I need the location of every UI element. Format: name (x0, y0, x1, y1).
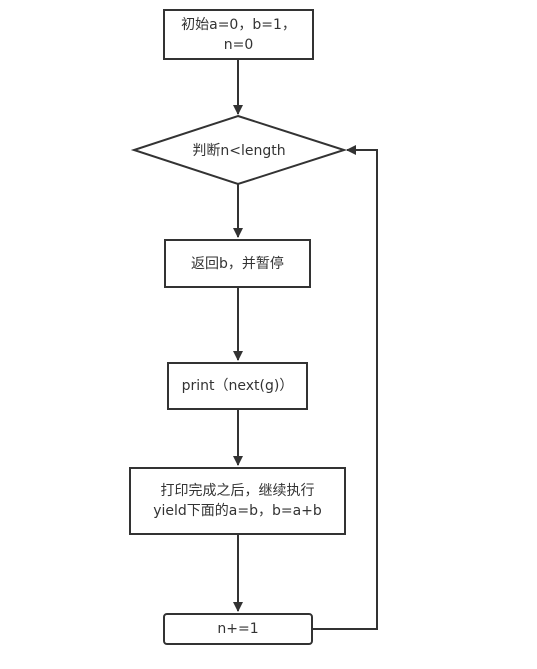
init-label: 初始a=0，b=1， n=0 (181, 16, 296, 53)
yield-box: 返回b，并暂停 (164, 239, 311, 288)
print-box: print（next(g)） (167, 362, 308, 410)
init-box: 初始a=0，b=1， n=0 (163, 9, 314, 60)
yield-label: 返回b，并暂停 (191, 255, 284, 272)
arrow-increment-loop-back (313, 145, 378, 630)
increment-label: n+=1 (217, 621, 259, 637)
increment-box: n+=1 (163, 613, 313, 645)
print-label: print（next(g)） (181, 378, 294, 394)
condition-label: 判断n<length (192, 143, 286, 159)
resume-label: 打印完成之后，继续执行 yield下面的a=b，b=a+b (153, 483, 322, 519)
resume-box: 打印完成之后，继续执行 yield下面的a=b，b=a+b (129, 467, 346, 535)
